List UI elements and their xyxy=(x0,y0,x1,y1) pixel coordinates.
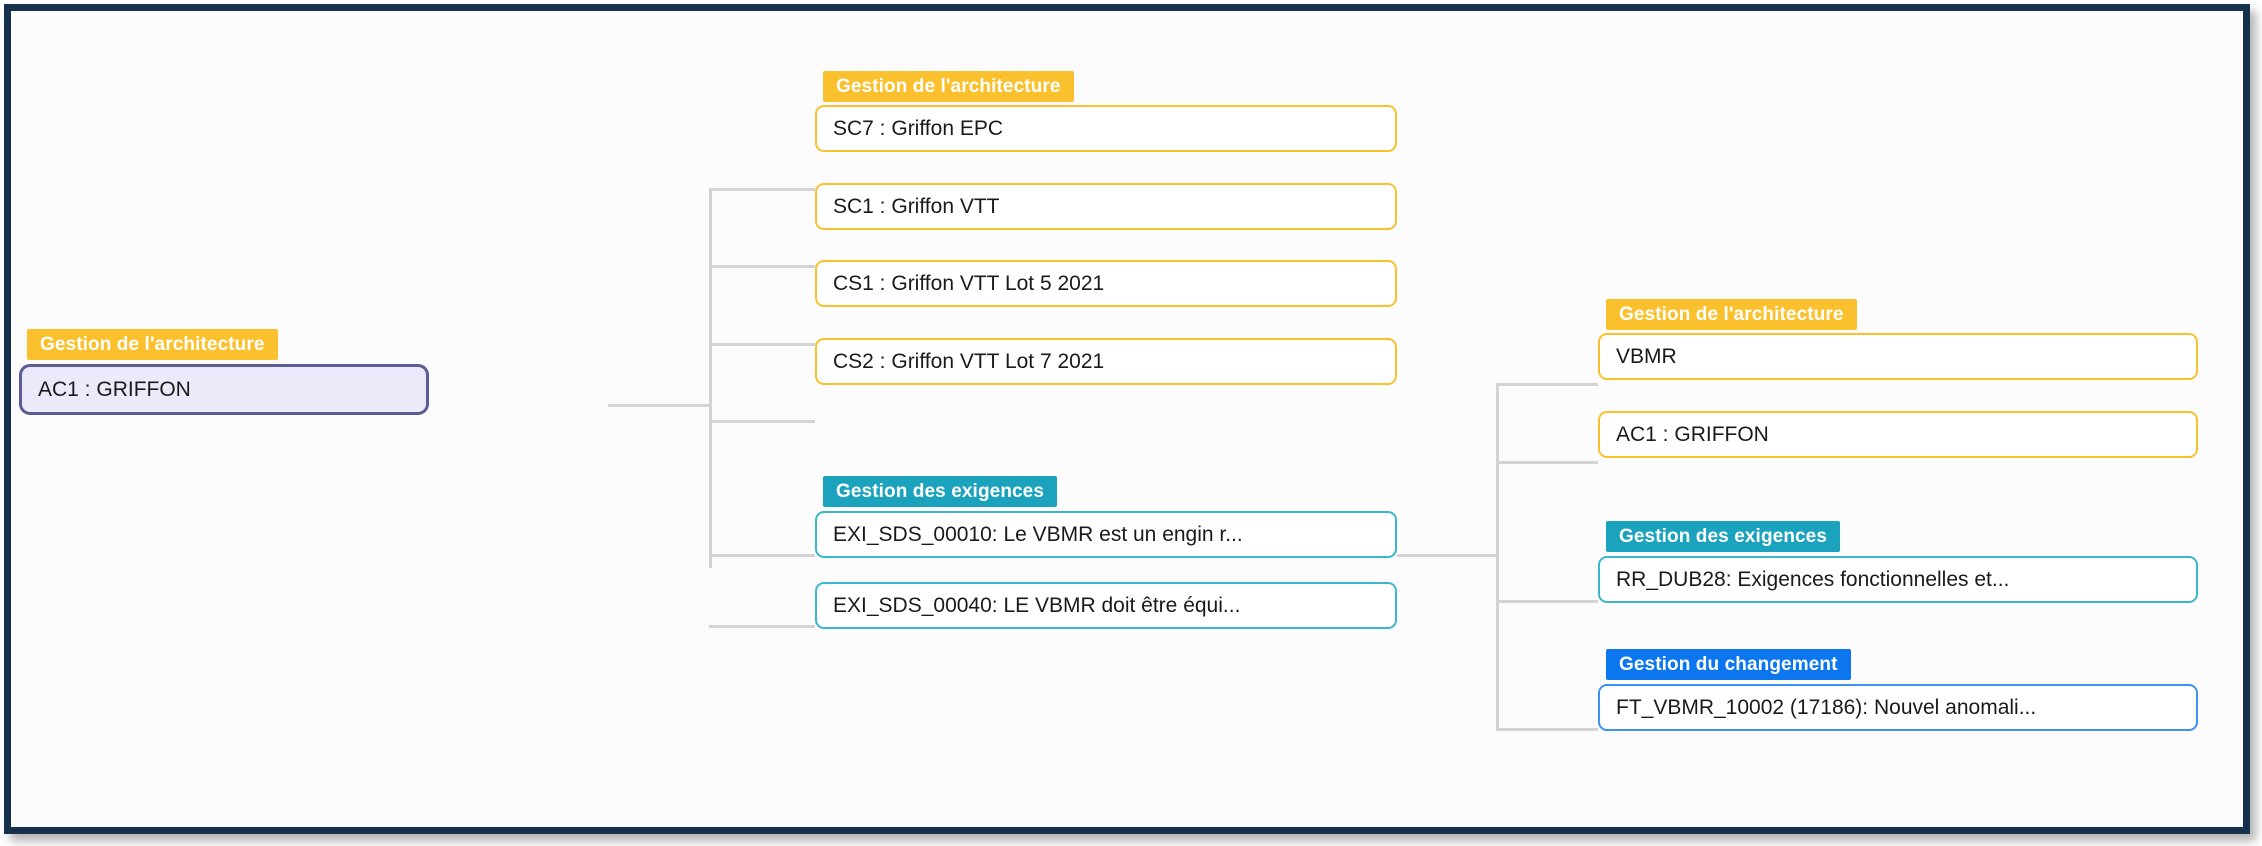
category-badge-architecture[interactable]: Gestion de l'architecture xyxy=(823,71,1074,102)
node-rr-dub28[interactable]: RR_DUB28: Exigences fonctionnelles et... xyxy=(1598,556,2198,603)
connector-branch-ac1-right xyxy=(1496,461,1598,464)
node-group-middle-architecture: Gestion de l'architecture SC7 : Griffon … xyxy=(815,71,1401,385)
node-group-right-architecture: Gestion de l'architecture VBMR AC1 : GRI… xyxy=(1598,299,2218,458)
node-sc7-griffon-epc[interactable]: SC7 : Griffon EPC xyxy=(815,105,1397,152)
connector-branch-vbmr xyxy=(1496,383,1598,386)
node-ft-vbmr-10002[interactable]: FT_VBMR_10002 (17186): Nouvel anomali... xyxy=(1598,684,2198,731)
application-window: Gestion de l'architecture AC1 : GRIFFON … xyxy=(4,4,2250,834)
connector-branch-exi10 xyxy=(709,554,815,557)
category-badge-architecture[interactable]: Gestion de l'architecture xyxy=(27,329,278,360)
connector-branch-exi40 xyxy=(709,625,815,628)
node-sc1-griffon-vtt[interactable]: SC1 : Griffon VTT xyxy=(815,183,1397,230)
connector-middle-trunk xyxy=(1397,554,1498,557)
node-group-right-exigences: Gestion des exigences RR_DUB28: Exigence… xyxy=(1598,521,2218,603)
connector-spine-left xyxy=(709,188,712,568)
graph-canvas[interactable]: Gestion de l'architecture AC1 : GRIFFON … xyxy=(11,11,2243,827)
connector-branch-cs1 xyxy=(709,343,815,346)
connector-branch-sc1 xyxy=(709,265,815,268)
node-group-middle-exigences: Gestion des exigences EXI_SDS_00010: Le … xyxy=(815,476,1401,629)
connector-branch-sc7 xyxy=(709,188,815,191)
node-exi-sds-00040[interactable]: EXI_SDS_00040: LE VBMR doit être équi... xyxy=(815,582,1397,629)
connector-root-trunk xyxy=(608,404,711,407)
connector-branch-cs2 xyxy=(709,420,815,423)
node-exi-sds-00010[interactable]: EXI_SDS_00010: Le VBMR est un engin r... xyxy=(815,511,1397,558)
connector-branch-ftvbmr xyxy=(1496,728,1598,731)
connector-spine-right xyxy=(1496,383,1499,730)
connector-branch-rrdub28 xyxy=(1496,600,1598,603)
node-group-right-changement: Gestion du changement FT_VBMR_10002 (171… xyxy=(1598,649,2218,731)
node-ac1-griffon-right[interactable]: AC1 : GRIFFON xyxy=(1598,411,2198,458)
category-badge-architecture[interactable]: Gestion de l'architecture xyxy=(1606,299,1857,330)
node-vbmr[interactable]: VBMR xyxy=(1598,333,2198,380)
node-ac1-griffon-root[interactable]: AC1 : GRIFFON xyxy=(19,364,429,415)
node-group-root-architecture: Gestion de l'architecture AC1 : GRIFFON xyxy=(19,329,619,415)
node-cs2-griffon-vtt-lot7-2021[interactable]: CS2 : Griffon VTT Lot 7 2021 xyxy=(815,338,1397,385)
connector-layer xyxy=(11,11,2243,827)
category-badge-exigences[interactable]: Gestion des exigences xyxy=(1606,521,1841,552)
category-badge-changement[interactable]: Gestion du changement xyxy=(1606,649,1851,680)
node-cs1-griffon-vtt-lot5-2021[interactable]: CS1 : Griffon VTT Lot 5 2021 xyxy=(815,260,1397,307)
category-badge-exigences[interactable]: Gestion des exigences xyxy=(823,476,1058,507)
